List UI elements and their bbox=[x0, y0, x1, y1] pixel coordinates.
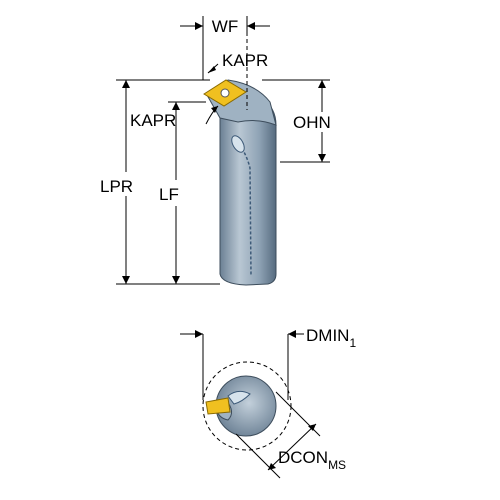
side-view bbox=[203, 79, 277, 286]
dimension-kapr-top: KAPR bbox=[207, 51, 268, 74]
dimension-wf: WF bbox=[180, 16, 270, 110]
end-view bbox=[202, 361, 292, 451]
insert-screw bbox=[220, 88, 230, 98]
dimension-kapr-left: KAPR bbox=[130, 105, 219, 130]
label-dcon: DCONMS bbox=[278, 448, 346, 472]
dimension-dcon: DCONMS bbox=[235, 391, 346, 479]
dmin-circle bbox=[202, 361, 292, 451]
label-dmin: DMIN1 bbox=[306, 326, 356, 350]
label-lf: LF bbox=[159, 185, 179, 204]
label-lpr: LPR bbox=[100, 177, 133, 196]
coolant-channel bbox=[235, 139, 252, 277]
coolant-outlet-end bbox=[227, 390, 251, 405]
dimension-ohn: OHN bbox=[262, 79, 331, 163]
dimension-dmin: DMIN1 bbox=[180, 326, 356, 400]
cutting-insert-end bbox=[205, 397, 231, 415]
dimension-lf: LF bbox=[159, 101, 206, 284]
label-ohn: OHN bbox=[293, 113, 331, 132]
tool-shank bbox=[219, 95, 277, 286]
dimension-lpr: LPR bbox=[100, 79, 220, 285]
label-wf: WF bbox=[212, 17, 238, 36]
label-kapr-top: KAPR bbox=[222, 51, 268, 70]
label-kapr-left: KAPR bbox=[130, 111, 176, 130]
coolant-outlet bbox=[231, 135, 245, 153]
